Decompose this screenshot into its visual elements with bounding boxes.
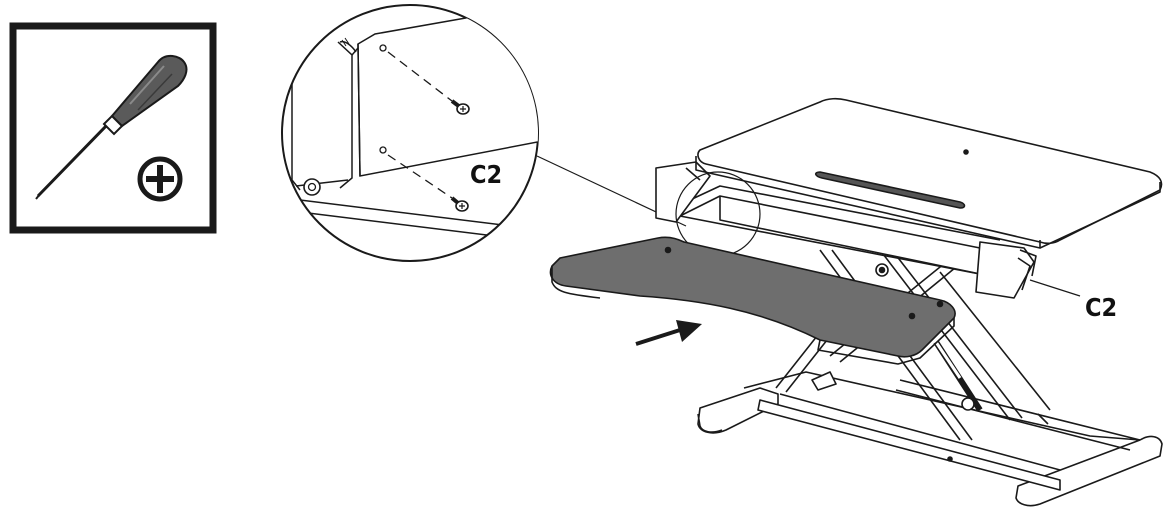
base-frame <box>697 371 1163 507</box>
detail-callout-label: C2 <box>470 160 502 189</box>
keyboard-tray <box>549 236 956 365</box>
screw-icon <box>450 99 470 115</box>
desk-converter <box>549 97 1163 507</box>
screw-icon <box>450 196 469 212</box>
desktop-surface <box>695 97 1163 249</box>
screwdriver-icon <box>35 55 188 200</box>
top-support-frame <box>655 161 1037 299</box>
tool-box <box>9 22 217 234</box>
push-direction-arrow-icon <box>635 320 702 346</box>
handle-slot <box>814 171 966 209</box>
phillips-cross-icon <box>137 156 183 202</box>
main-leader-line <box>1029 279 1081 297</box>
main-callout-label: C2 <box>1085 293 1117 322</box>
detail-magnifier: C2 <box>281 4 687 262</box>
detail-bracket-view <box>291 5 538 245</box>
